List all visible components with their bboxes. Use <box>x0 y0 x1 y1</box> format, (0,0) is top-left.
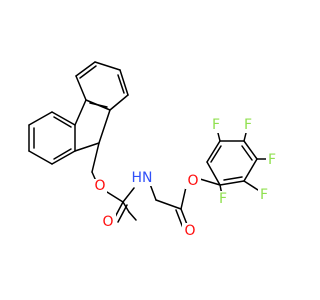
fluorine-label-3: F <box>266 152 278 168</box>
fluorine-label-1: F <box>217 191 229 207</box>
ester-oxygen-text: O <box>187 173 198 189</box>
fluorine-3-text: F <box>268 152 276 168</box>
atom-label-ether-oxygen: O <box>93 178 107 194</box>
atom-label-amide-nitrogen: HN <box>130 170 154 186</box>
fluorine-1-text: F <box>219 191 227 207</box>
chemical-structure: O HN O O O F F F <box>28 61 278 239</box>
atom-label-ester-carbonyl-oxygen: O <box>182 223 198 239</box>
bond-skeleton <box>28 61 269 229</box>
fluorine-label-2: F <box>258 187 270 203</box>
ether-oxygen-text: O <box>94 178 105 194</box>
fluorine-5-text: F <box>212 117 220 133</box>
amide-nitrogen-text: HN <box>132 170 153 186</box>
carbamate-carbonyl-oxygen-text: O <box>102 214 113 230</box>
atom-labels: O HN O O O F F F <box>93 117 278 239</box>
fluorine-label-5: F <box>210 117 222 133</box>
ester-carbonyl-oxygen-text: O <box>184 223 195 239</box>
atom-label-ester-oxygen: O <box>185 173 201 189</box>
fluorine-2-text: F <box>260 187 268 203</box>
atom-label-carbamate-carbonyl-oxygen: O <box>100 214 116 230</box>
fluorine-label-4: F <box>242 117 254 133</box>
fluorine-4-text: F <box>244 117 252 133</box>
